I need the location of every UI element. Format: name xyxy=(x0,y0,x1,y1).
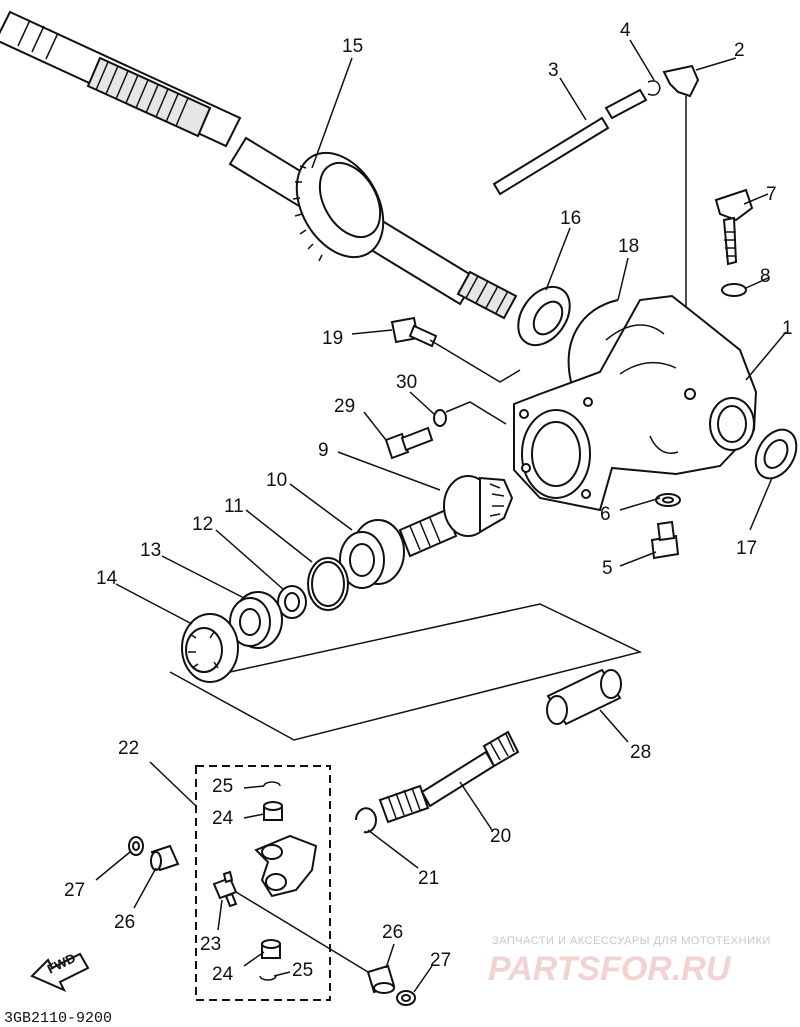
label-3: 3 xyxy=(548,60,559,81)
label-27-right: 27 xyxy=(430,950,451,971)
o-ring-part-8 xyxy=(721,283,747,297)
label-21: 21 xyxy=(418,868,439,889)
label-19: 19 xyxy=(322,328,343,349)
label-1: 1 xyxy=(782,318,793,339)
watermark: ЗАПЧАСТИ И АКСЕССУАРЫ ДЛЯ МОТОТЕХНИКИ PA… xyxy=(488,935,771,988)
pinion-gear-part-9 xyxy=(398,475,514,558)
circlip-part-21 xyxy=(355,807,377,834)
breather-hose-part-3 xyxy=(492,88,648,196)
watermark-brand: PARTSFOR.RU xyxy=(488,950,732,988)
label-18: 18 xyxy=(618,236,639,257)
bearing-retainer-part-14 xyxy=(181,613,239,683)
label-25-bottom: 25 xyxy=(292,960,313,981)
oil-seal-part-16 xyxy=(517,285,571,347)
label-29: 29 xyxy=(334,396,355,417)
bolt-part-19 xyxy=(390,316,438,348)
label-28: 28 xyxy=(630,742,651,763)
gasket-washer-part-6 xyxy=(655,493,681,507)
oil-seal-part-17 xyxy=(754,428,798,480)
label-26-right: 26 xyxy=(382,922,403,943)
label-9: 9 xyxy=(318,440,329,461)
filler-plug-part-7 xyxy=(714,188,754,266)
watermark-tagline: ЗАПЧАСТИ И АКСЕССУАРЫ ДЛЯ МОТОТЕХНИКИ xyxy=(492,935,771,947)
label-4: 4 xyxy=(620,20,631,41)
universal-joint-assembly-part-22 xyxy=(195,765,331,1001)
washer-part-27-left xyxy=(128,836,144,856)
bolt-part-29 xyxy=(384,426,434,460)
label-2: 2 xyxy=(734,40,745,61)
label-27-left: 27 xyxy=(64,880,85,901)
label-20: 20 xyxy=(490,826,511,847)
label-22: 22 xyxy=(118,738,139,759)
final-gear-case-part-1 xyxy=(513,294,758,512)
assembly-leader-lines xyxy=(169,339,643,741)
label-23: 23 xyxy=(200,934,221,955)
drive-shaft-part-15 xyxy=(0,10,518,320)
part-number-labels: 15 3 4 2 7 8 16 18 1 19 30 29 9 10 11 12… xyxy=(64,20,793,985)
label-11: 11 xyxy=(224,496,244,517)
label-7: 7 xyxy=(766,184,777,205)
label-5: 5 xyxy=(602,558,613,579)
label-8: 8 xyxy=(760,266,771,287)
gasket-part-18 xyxy=(567,299,619,387)
label-25-top: 25 xyxy=(212,776,233,797)
drive-shaft-part-20 xyxy=(378,730,520,824)
label-15: 15 xyxy=(342,36,363,57)
label-16: 16 xyxy=(560,208,581,229)
label-26-left: 26 xyxy=(114,912,135,933)
label-leader-lines xyxy=(95,39,787,993)
washer-part-30 xyxy=(433,409,447,427)
spider-cross-part-23 xyxy=(212,870,369,973)
label-6: 6 xyxy=(600,504,611,525)
bushing-part-26-right xyxy=(366,964,396,994)
washer-part-27-right xyxy=(396,990,416,1006)
label-24-top: 24 xyxy=(212,808,234,829)
hose-clip-part-4 xyxy=(647,80,661,96)
drain-plug-part-5 xyxy=(650,520,680,560)
coupler-part-28 xyxy=(546,668,622,726)
label-13: 13 xyxy=(140,540,161,561)
label-10: 10 xyxy=(266,470,287,491)
label-24-bottom: 24 xyxy=(212,964,234,985)
bushing-part-26-left xyxy=(150,844,180,872)
o-ring-part-11 xyxy=(307,557,349,611)
label-30: 30 xyxy=(396,372,417,393)
label-12: 12 xyxy=(192,514,213,535)
diagram-code: 3GB2110-9200 xyxy=(4,1010,112,1027)
bearing-part-13 xyxy=(229,591,283,649)
bearing-part-10 xyxy=(339,519,405,589)
forward-direction-arrow: FWD xyxy=(30,950,90,993)
label-14: 14 xyxy=(96,568,118,589)
label-17: 17 xyxy=(736,538,757,559)
shim-part-12 xyxy=(277,585,307,619)
